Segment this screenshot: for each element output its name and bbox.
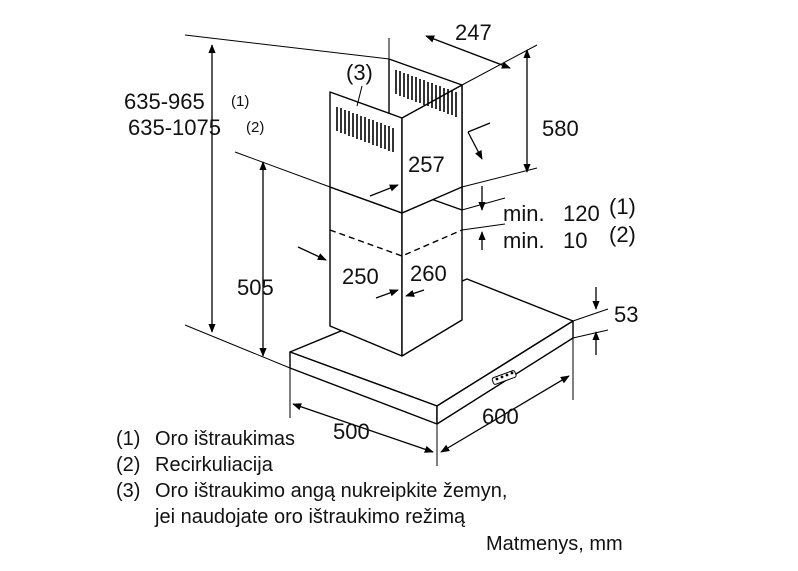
dim-canopy-width (292, 403, 434, 453)
label-min-1-prefix: min. (503, 201, 545, 226)
overlap-dashed-line (329, 229, 463, 257)
label-total-height-1: 635-965 (124, 89, 205, 114)
label-vent-callout: (3) (346, 60, 373, 85)
label-total-height-1-note: (1) (231, 93, 249, 110)
label-canopy-thickness: 53 (614, 302, 638, 327)
label-total-height-2-note: (2) (246, 119, 264, 136)
label-min-1: 120 (563, 201, 600, 226)
label-min-2-note: (2) (609, 222, 636, 247)
legend-text-2: Recirkuliacija (155, 454, 274, 476)
legend-text-4: jei naudojate oro ištraukimo režimą (154, 506, 466, 528)
dim-lower-depth (375, 289, 425, 299)
label-canopy-width: 500 (333, 419, 370, 444)
legend: (1) Oro ištraukimas (2) Recirkuliacija (… (116, 428, 507, 528)
dim-top-width (425, 35, 511, 69)
lower-chimney (329, 186, 463, 357)
label-chimney-depth: 257 (408, 152, 445, 177)
upper-chimney (329, 58, 463, 214)
label-chimney-height: 580 (542, 116, 579, 141)
legend-num-3: (3) (116, 480, 140, 502)
label-min-1-note: (1) (609, 194, 636, 219)
dim-canopy-depth (440, 375, 570, 453)
dim-lower-width (297, 246, 327, 261)
legend-text-1: Oro ištraukimas (155, 428, 295, 450)
label-top-width: 247 (455, 20, 492, 45)
label-canopy-depth: 600 (482, 404, 519, 429)
label-lower-height: 505 (237, 275, 274, 300)
label-min-2: 10 (563, 228, 587, 253)
legend-num-1: (1) (116, 428, 140, 450)
back-vent-grille (395, 70, 457, 117)
label-lower-width: 250 (342, 264, 379, 289)
legend-text-3: Oro ištraukimo angą nukreipkite žemyn, (155, 480, 507, 502)
dim-chimney-depth (369, 122, 491, 197)
label-lower-depth: 260 (410, 261, 447, 286)
label-total-height-2: 635-1075 (128, 115, 221, 140)
label-min-2-prefix: min. (503, 228, 545, 253)
front-vent-grille (336, 107, 394, 152)
units-label: Matmenys, mm (486, 533, 623, 555)
legend-num-2: (2) (116, 454, 140, 476)
